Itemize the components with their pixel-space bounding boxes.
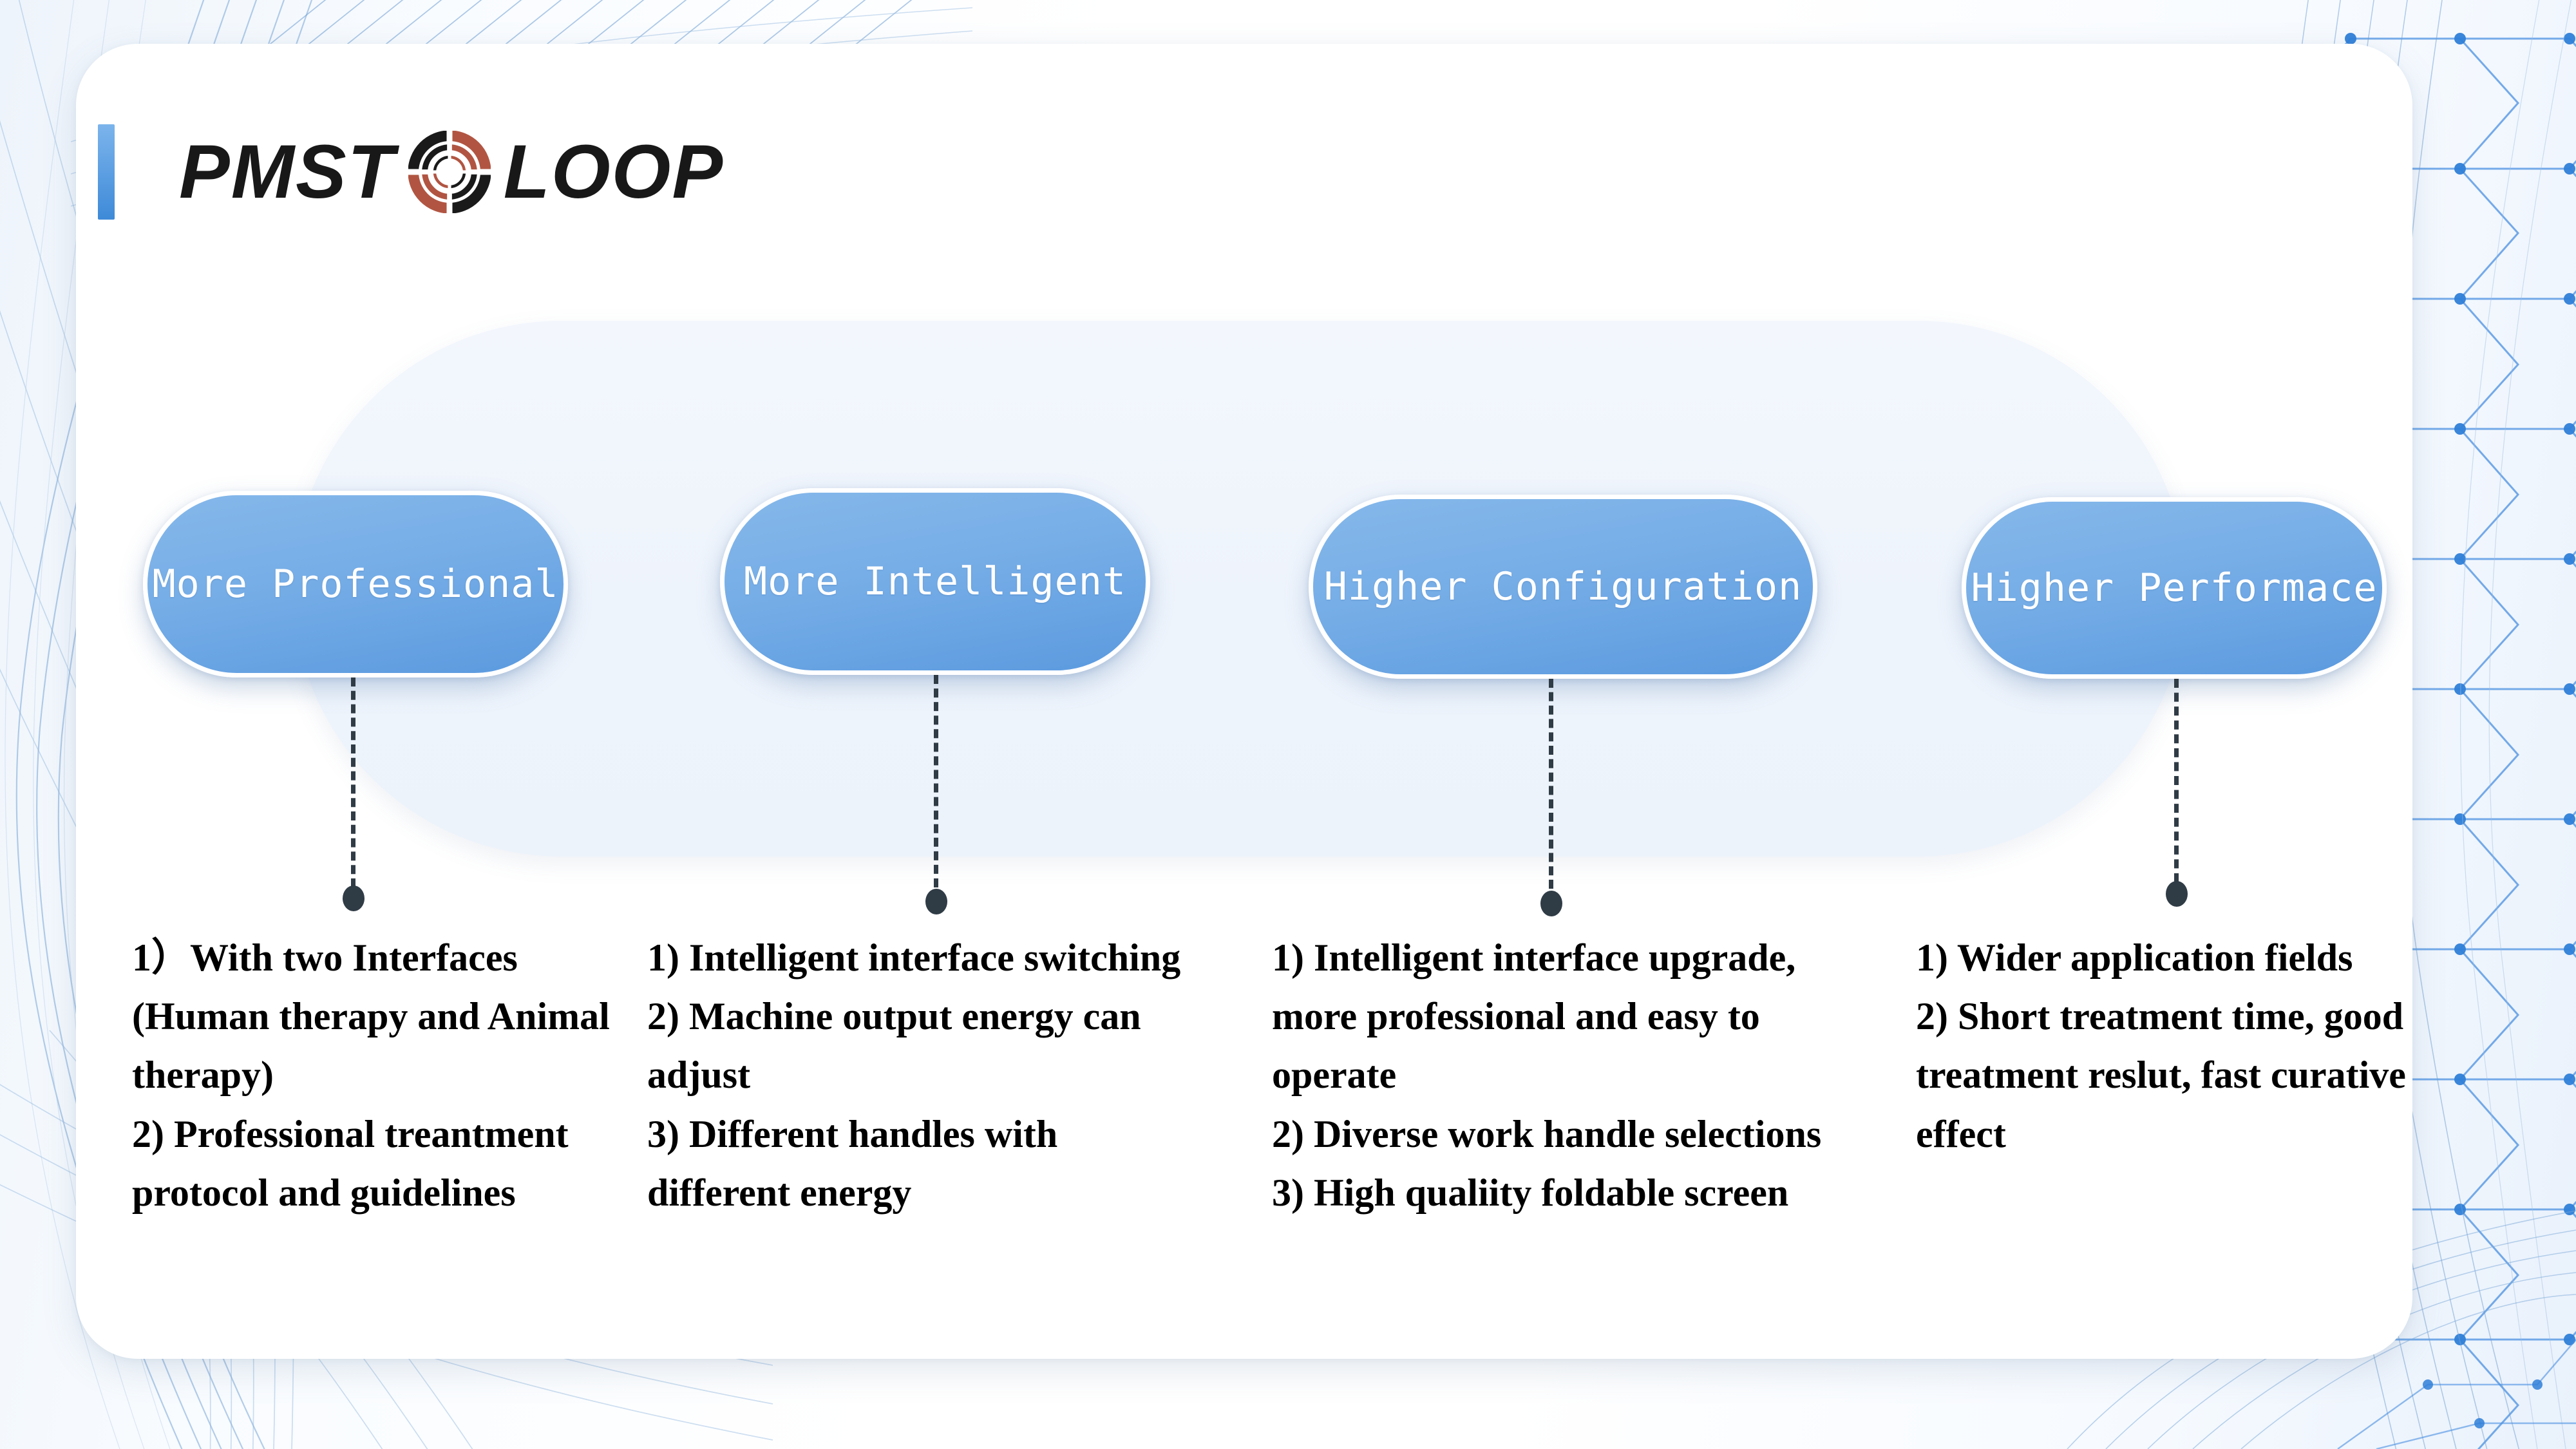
detail-line: 3) High qualiity foldable screen xyxy=(1272,1171,1789,1214)
detail-line: 1) Intelligent interface upgrade, xyxy=(1272,936,1796,979)
feature-pill-more-intelligent[interactable]: More Intelligent xyxy=(720,488,1150,675)
feature-pill-label: More Intelligent xyxy=(744,559,1126,604)
logo-word-left: PMST xyxy=(179,129,395,214)
detail-line: 2) Machine output energy can xyxy=(647,995,1141,1038)
feature-detail-column-2: 1) Intelligent interface switching 2) Ma… xyxy=(647,929,1220,1222)
feature-pill-label: More Professional xyxy=(152,562,559,607)
detail-line: effect xyxy=(1916,1112,2006,1155)
detail-line: more professional and easy to xyxy=(1272,995,1760,1038)
feature-detail-column-4: 1) Wider application fields 2) Short tre… xyxy=(1916,929,2450,1164)
feature-pill-higher-configuration[interactable]: Higher Configuration xyxy=(1309,495,1817,679)
detail-line: 1）With two Interfaces xyxy=(132,936,518,979)
connector-dot-3 xyxy=(1540,891,1562,916)
connector-dot-4 xyxy=(2166,881,2188,907)
detail-line: adjust xyxy=(647,1054,751,1097)
connector-line-3 xyxy=(1549,679,1553,889)
detail-line: treatment reslut, fast curative xyxy=(1916,1054,2406,1097)
detail-line: operate xyxy=(1272,1054,1397,1097)
detail-line: (Human therapy and Animal xyxy=(132,995,610,1038)
feature-pill-label: Higher Performace xyxy=(1971,565,2378,611)
detail-line: 1) Wider application fields xyxy=(1916,936,2353,979)
detail-line: 3) Different handles with xyxy=(647,1112,1058,1155)
feature-pill-label: Higher Configuration xyxy=(1323,564,1803,609)
connector-line-2 xyxy=(934,675,938,887)
logo-lockup: PMST xyxy=(179,131,724,213)
stadium-backdrop xyxy=(293,321,2186,857)
detail-line: 1) Intelligent interface switching xyxy=(647,936,1181,979)
feature-pill-more-professional[interactable]: More Professional xyxy=(143,491,568,677)
accent-bar-icon xyxy=(98,124,115,220)
connector-line-4 xyxy=(2174,679,2179,882)
concentric-ring-logo-icon xyxy=(408,131,491,213)
detail-line: 2) Professional treantment xyxy=(132,1112,569,1155)
detail-line: 2) Diverse work handle selections xyxy=(1272,1112,1822,1155)
connector-dot-1 xyxy=(343,886,365,911)
feature-pill-higher-performace[interactable]: Higher Performace xyxy=(1962,497,2387,679)
connector-dot-2 xyxy=(925,889,947,914)
logo-word-right: LOOP xyxy=(503,129,724,214)
brand-logo: PMST xyxy=(98,117,724,227)
detail-line: 2) Short treatment time, good xyxy=(1916,995,2404,1038)
feature-detail-column-3: 1) Intelligent interface upgrade, more p… xyxy=(1272,929,1871,1222)
connector-line-1 xyxy=(351,677,355,887)
feature-detail-column-1: 1）With two Interfaces (Human therapy and… xyxy=(132,929,641,1222)
detail-line: different energy xyxy=(647,1171,912,1214)
detail-line: protocol and guidelines xyxy=(132,1171,516,1214)
detail-line: therapy) xyxy=(132,1054,274,1097)
